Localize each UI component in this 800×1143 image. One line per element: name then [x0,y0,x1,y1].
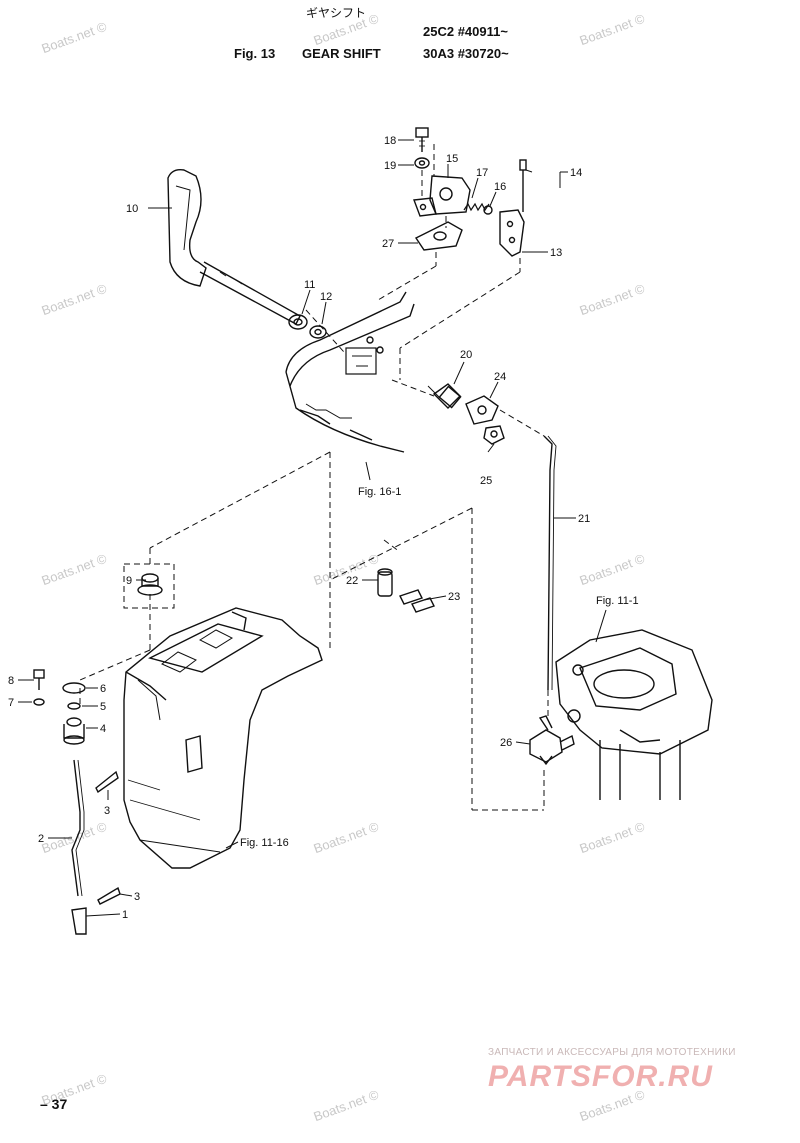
footer-logo: PARTSFOR.RU [488,1060,713,1093]
grommet-part [309,325,327,339]
pin-part [377,568,393,597]
part-label-21: 21 [578,513,590,525]
washer-part [33,698,45,706]
page-title: GEAR SHIFT [302,46,381,61]
footer-tagline: ЗАПЧАСТИ И АКСЕССУАРЫ ДЛЯ МОТОТЕХНИКИ [488,1047,736,1058]
part-label-19: 19 [384,160,396,172]
clip-part [95,770,119,794]
bracket-part [413,175,471,217]
page-number: – 37 [40,1096,68,1112]
washer-part [288,314,308,330]
part-label-1: 1 [122,909,128,921]
part-label-18: 18 [384,135,396,147]
shift-lever-part [167,168,301,325]
part-label-26: 26 [500,737,512,749]
part-label-11: 11 [304,279,315,291]
part-label-12: 12 [320,291,332,303]
part-label-25: 25 [480,475,492,487]
part-label-16: 16 [494,181,506,193]
model-range-1: 25C2 #40911~ [423,24,508,39]
shift-cam-part [427,383,462,409]
shift-joint-part [71,907,87,935]
part-label-6: 6 [100,683,106,695]
upper-casing-part [123,607,323,869]
figure-number: Fig. 13 [234,46,276,61]
part-label-3: 3 [134,891,140,903]
part-label-15: 15 [446,153,458,165]
clip-part [97,886,121,905]
part-label-17: 17 [476,167,488,179]
o-ring-part [62,682,86,694]
shift-bracket-part [499,209,525,257]
part-label-14: 14 [570,167,582,179]
part-label-2: 2 [38,833,44,845]
bolt-part [415,127,429,152]
part-label-13: 13 [550,247,562,259]
washer-part [414,157,430,169]
part-label-9: 9 [126,575,132,587]
part-label-8: 8 [8,675,14,687]
ball-part [483,205,493,215]
grommet-part [137,573,163,596]
part-label-24: 24 [494,371,506,383]
shift-lever-part [529,715,575,766]
figure-reference: Fig. 11-16 [240,837,289,849]
washer-part [67,702,81,710]
shift-arm-part [465,395,499,425]
part-label-7: 7 [8,697,14,709]
figure-reference: Fig. 11-1 [596,595,639,607]
clip-part [399,589,423,605]
swivel-bracket-part [555,629,713,800]
bolt-part [33,669,45,690]
leader-lines [18,139,607,917]
model-range-2: 30A3 #30720~ [423,46,509,61]
pin-part [519,159,527,212]
part-label-10: 10 [126,203,138,215]
grommet-part [63,717,85,745]
bottom-cowling-outline [285,291,415,453]
part-label-23: 23 [448,591,460,603]
part-label-20: 20 [460,349,472,361]
japanese-title: ギヤシフト [306,6,367,20]
part-label-4: 4 [100,723,106,735]
part-label-3: 3 [104,805,110,817]
figure-reference: Fig. 16-1 [358,486,401,498]
lower-shift-rod-part [71,759,85,897]
nut-part [483,425,505,445]
part-label-27: 27 [382,238,394,250]
assembly-guide-lines [79,144,549,811]
shift-rod-part [543,435,557,691]
part-label-22: 22 [346,575,358,587]
part-label-5: 5 [100,701,106,713]
plate-part [414,221,463,251]
